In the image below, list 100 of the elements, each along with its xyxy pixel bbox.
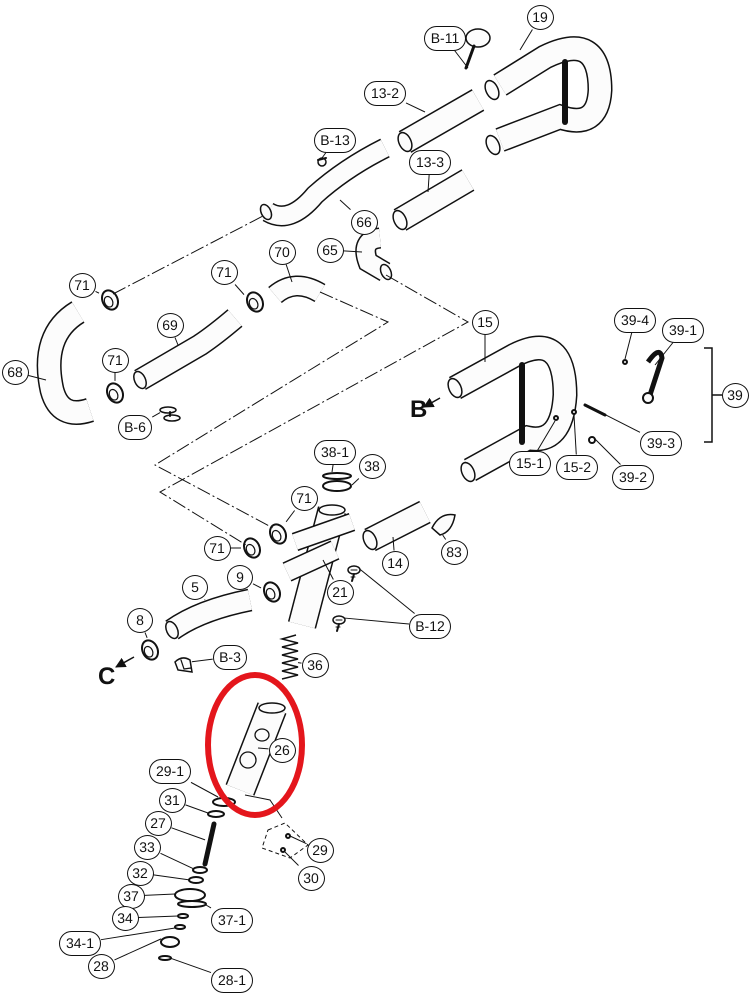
callout-number: 5 [182, 574, 208, 600]
leader-line [190, 782, 218, 798]
leader-line [352, 478, 360, 486]
leader-line [252, 583, 262, 588]
leader-line [290, 836, 307, 844]
leader-line [332, 464, 334, 472]
washer [177, 913, 189, 919]
leader-line [536, 420, 556, 451]
callout-number: B-12 [409, 614, 451, 638]
callout-number: 71 [210, 260, 238, 284]
leader-line [138, 916, 178, 918]
leader-line [286, 510, 296, 522]
callout-number: 29 [306, 838, 334, 862]
leader-line [624, 332, 632, 360]
direction-letter: C [98, 665, 116, 689]
callout-number: 28 [88, 954, 114, 978]
callout-number: 68 [2, 360, 28, 384]
washer [588, 436, 596, 444]
leader-line [344, 618, 410, 625]
leader-line [170, 958, 212, 974]
callout-number: 9 [227, 564, 253, 590]
screw [280, 847, 286, 853]
callout-number: 36 [302, 652, 328, 678]
callout-number: B-6 [118, 414, 152, 440]
rod [202, 822, 216, 866]
leader-line [484, 334, 486, 362]
callout-number: 38 [358, 454, 386, 478]
pin [158, 955, 172, 961]
callout-number: 32 [126, 860, 154, 886]
direction-letter: B [410, 398, 428, 422]
leader-line [171, 827, 206, 840]
callout-number: 29-1 [149, 758, 191, 784]
leader-line [174, 337, 178, 346]
tab [571, 409, 577, 415]
leader-line [206, 904, 212, 908]
leader-line [604, 414, 640, 433]
leader-line [234, 284, 245, 296]
leader-line [114, 938, 162, 960]
washer [207, 810, 225, 818]
callout-number: 39-3 [640, 430, 682, 456]
ring [243, 537, 261, 559]
callout-number: 83 [440, 540, 468, 564]
clip [159, 406, 181, 422]
clip [174, 657, 193, 673]
leader-line [428, 174, 430, 192]
ring [322, 472, 352, 480]
ring [101, 289, 119, 311]
callout-number: 70 [268, 240, 296, 264]
elbow-hose [355, 228, 392, 282]
ring [246, 291, 264, 313]
leader-line [654, 342, 674, 366]
screw [332, 615, 346, 632]
tube [397, 89, 484, 153]
tube [362, 500, 431, 552]
callout-number: 33 [134, 834, 160, 860]
callout-number: 8 [127, 608, 153, 632]
callout-number: 39 [722, 382, 748, 408]
callout-number: 39-4 [614, 308, 656, 332]
gear-rim [177, 900, 207, 908]
leader-line [95, 290, 100, 294]
screw [622, 359, 628, 365]
callout-number: 37 [118, 884, 144, 908]
leader-line [185, 804, 208, 814]
callout-number: 28-1 [211, 968, 253, 992]
callout-number: 19 [526, 4, 554, 30]
callout-number: 69 [156, 312, 184, 338]
leader-line [191, 658, 214, 662]
pin [584, 404, 606, 416]
leader-line [359, 568, 416, 614]
screw [347, 565, 361, 582]
callout-number: 66 [350, 210, 378, 234]
leader-line [594, 438, 621, 465]
washer [174, 924, 186, 930]
callout-number: 38-1 [314, 440, 356, 464]
leader-line [160, 852, 194, 870]
leader-line [340, 200, 351, 210]
lever [642, 350, 664, 404]
leader-line [284, 852, 299, 866]
leader-line [520, 29, 533, 50]
gear [160, 936, 180, 948]
washer [192, 866, 208, 874]
callout-number: 26 [268, 738, 296, 762]
ring [141, 639, 159, 661]
gear [174, 888, 206, 902]
leader-line [297, 662, 302, 664]
cap [431, 514, 456, 536]
hose [133, 309, 242, 390]
hose [36, 302, 94, 425]
leader-line [153, 874, 190, 880]
washer [188, 876, 204, 884]
leader-line [258, 748, 269, 750]
callout-number: 27 [144, 810, 172, 836]
ring [263, 581, 281, 603]
assembly-line [159, 274, 470, 546]
callout-number: 30 [298, 866, 324, 890]
leader-line [114, 372, 116, 382]
callout-number: 71 [68, 272, 96, 298]
leader-line [152, 412, 161, 418]
callout-number: 34 [112, 906, 138, 930]
leader-line [322, 560, 334, 580]
